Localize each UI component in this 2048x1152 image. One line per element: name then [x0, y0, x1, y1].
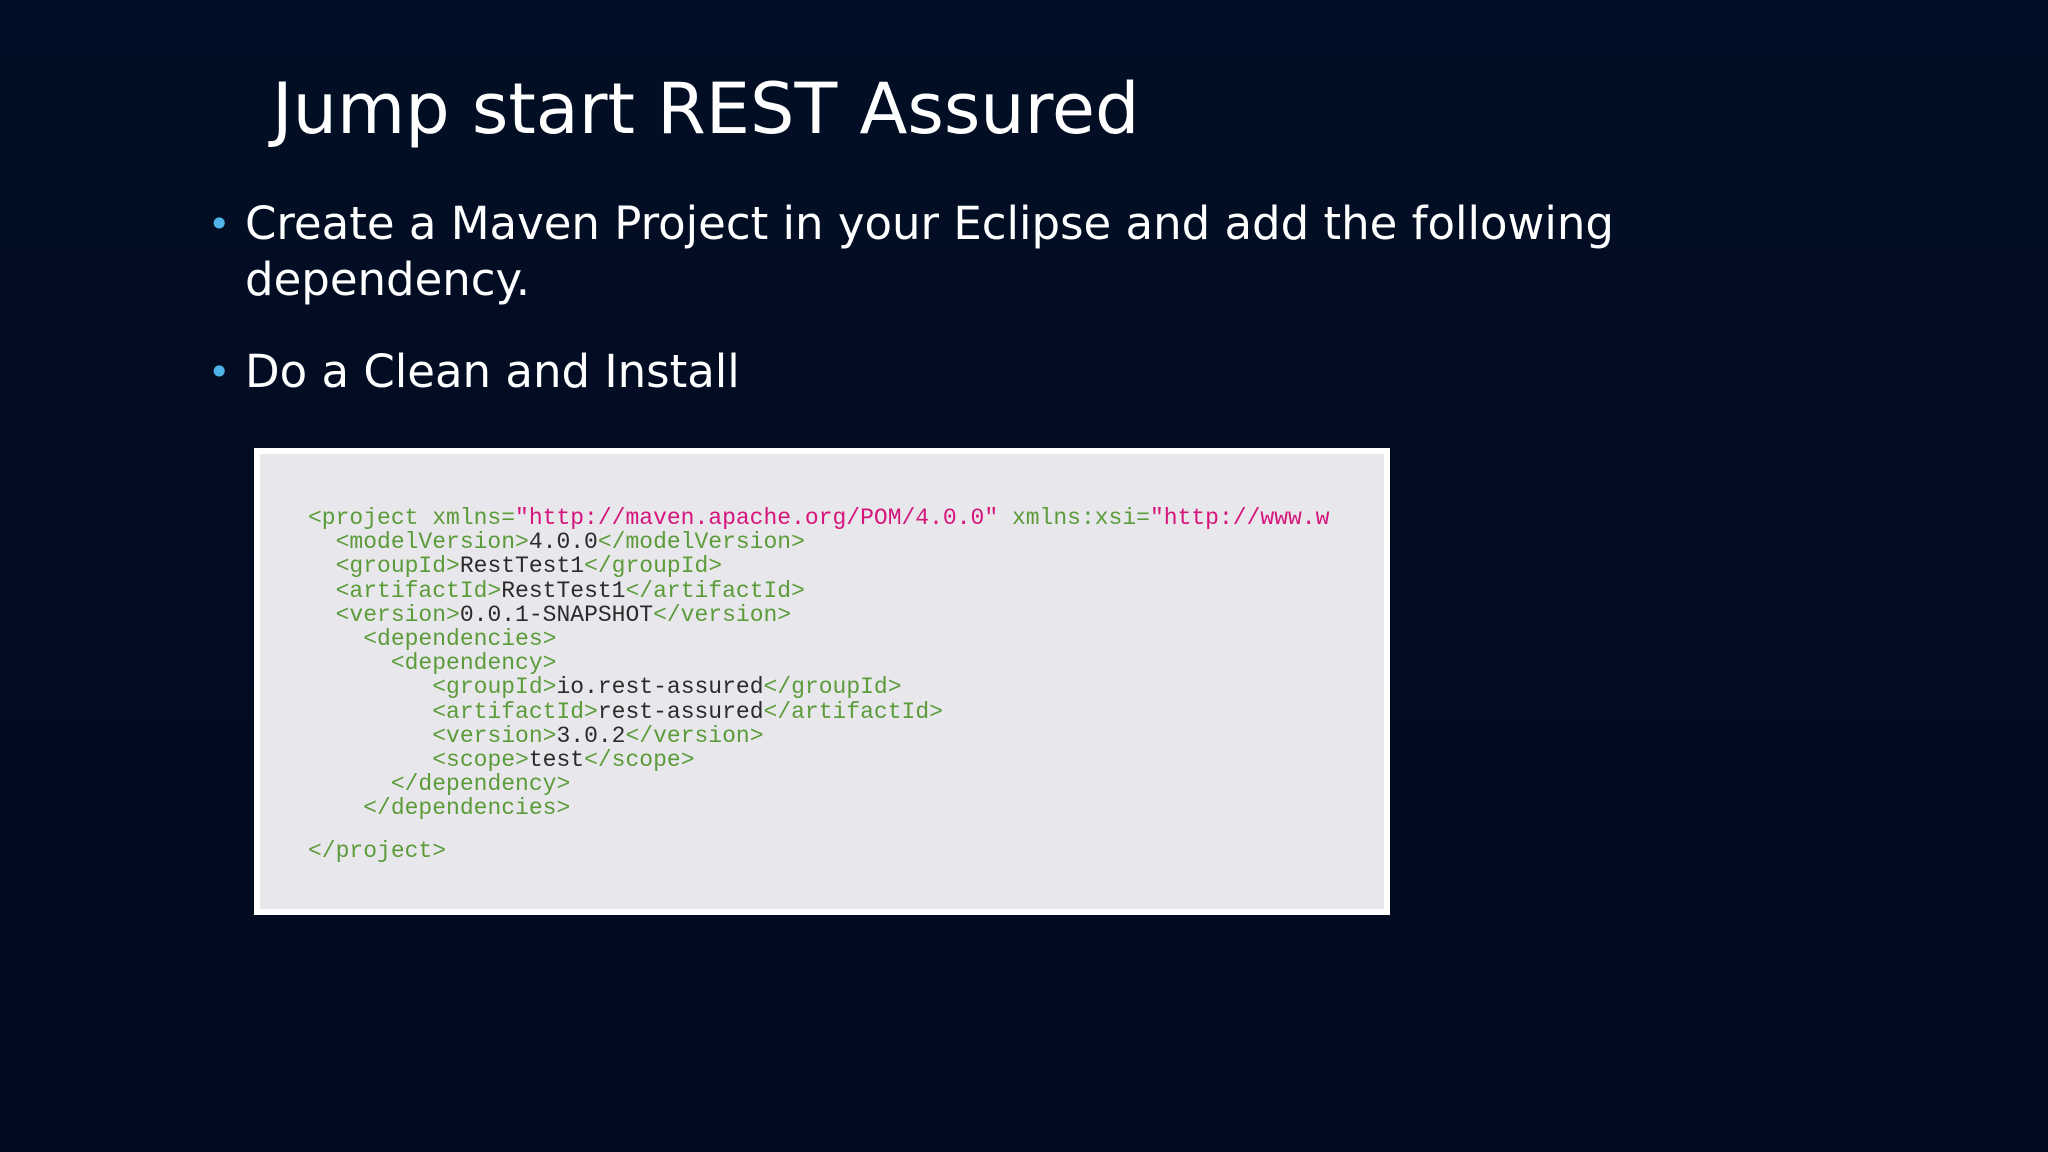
code-tag-token: </dependency> [390, 771, 571, 798]
code-tag-token: <modelVersion> [335, 529, 529, 556]
code-tag-token: </version> [625, 722, 764, 749]
code-text-token: test [528, 747, 585, 774]
slide-title: Jump start REST Assured [272, 68, 1140, 150]
code-line: <groupId>io.rest-assured</groupId> [308, 675, 1329, 699]
code-tag-token: <artifactId> [432, 698, 598, 725]
code-tag-token: <groupId> [335, 553, 460, 580]
code-line: <dependency> [308, 651, 1329, 675]
code-line: </dependencies> [308, 796, 1329, 820]
code-string-token: "http://maven.apache.org/POM/4.0.0" [515, 505, 999, 531]
bullet-item: • Do a Clean and Install [208, 344, 1628, 400]
code-line: <scope>test</scope> [308, 748, 1329, 772]
code-tag-token: </project> [308, 837, 447, 864]
code-text-token: io.rest-assured [556, 674, 764, 701]
pom-xml-code-block: <project xmlns="http://maven.apache.org/… [308, 506, 1329, 863]
code-text-token: 0.0.1-SNAPSHOT [459, 601, 654, 628]
code-text-token: 3.0.2 [556, 722, 626, 749]
code-screenshot: <project xmlns="http://maven.apache.org/… [260, 454, 1384, 909]
bullet-dot-icon: • [208, 350, 231, 394]
code-tag-token: </scope> [584, 747, 695, 774]
bullet-text: Create a Maven Project in your Eclipse a… [245, 197, 1614, 306]
bullet-item: • Create a Maven Project in your Eclipse… [208, 196, 1628, 308]
code-line: <project xmlns="http://maven.apache.org/… [308, 506, 1329, 530]
code-tag-token: xmlns:xsi= [998, 505, 1150, 531]
code-text-token: 4.0.0 [528, 529, 598, 556]
code-tag-token: <version> [432, 722, 557, 749]
code-tag-token: </modelVersion> [597, 529, 805, 556]
code-screenshot-frame: <project xmlns="http://maven.apache.org/… [254, 448, 1390, 915]
code-tag-token: <dependencies> [363, 626, 557, 653]
code-line: <version>3.0.2</version> [308, 724, 1329, 748]
bullet-dot-icon: • [208, 202, 231, 246]
code-tag-token: </version> [653, 601, 792, 628]
code-line: </dependency> [308, 772, 1329, 796]
code-tag-token: </groupId> [584, 553, 723, 580]
bullet-list: • Create a Maven Project in your Eclipse… [208, 196, 1628, 436]
code-tag-token: <groupId> [432, 674, 557, 701]
code-line: <artifactId>rest-assured</artifactId> [308, 700, 1329, 724]
code-line: <version>0.0.1-SNAPSHOT</version> [308, 603, 1329, 627]
code-tag-token: <project xmlns= [308, 505, 516, 531]
code-text-token: RestTest1 [459, 553, 585, 580]
code-text-token: RestTest1 [501, 577, 626, 604]
code-tag-token: </artifactId> [625, 577, 805, 604]
bullet-text: Do a Clean and Install [245, 345, 740, 398]
code-tag-token: </dependencies> [363, 795, 571, 822]
code-tag-token: </groupId> [763, 674, 902, 701]
code-line: <modelVersion>4.0.0</modelVersion> [308, 530, 1329, 554]
code-text-token: rest-assured [597, 698, 764, 725]
code-line: <artifactId>RestTest1</artifactId> [308, 579, 1329, 603]
code-line: </project> [308, 839, 1329, 863]
code-line: <dependencies> [308, 627, 1329, 651]
code-tag-token: <artifactId> [335, 577, 502, 604]
code-line: <groupId>RestTest1</groupId> [308, 554, 1329, 578]
code-tag-token: <version> [335, 601, 460, 628]
code-blank-gap [308, 821, 1329, 839]
code-tag-token: <dependency> [390, 650, 557, 677]
code-string-token: "http://www.w [1149, 505, 1330, 531]
code-tag-token: </artifactId> [763, 698, 943, 725]
code-tag-token: <scope> [432, 747, 529, 774]
